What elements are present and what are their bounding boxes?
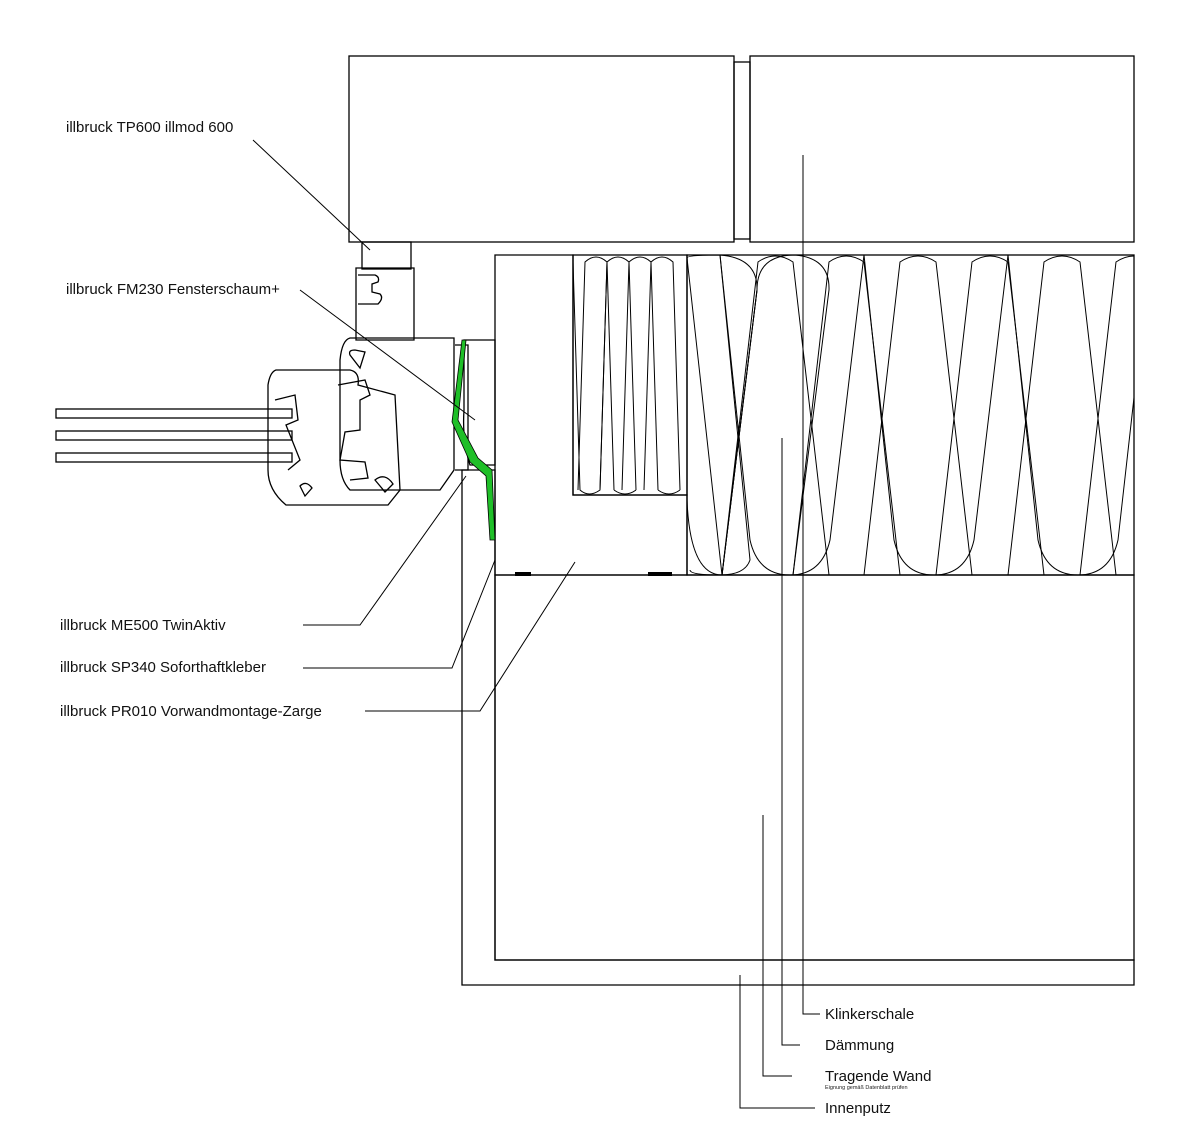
label-tp600: illbruck TP600 illmod 600 <box>66 119 233 136</box>
label-tragende-wand-note: Eignung gemäß Datenblatt prüfen <box>825 1085 908 1091</box>
labels: illbruck TP600 illmod 600 illbruck FM230… <box>60 119 931 1117</box>
label-me500: illbruck ME500 TwinAktiv <box>60 617 226 634</box>
innenputz <box>461 469 1135 986</box>
daemmung <box>572 254 1135 576</box>
label-daemmung: Dämmung <box>825 1037 894 1054</box>
label-tragende-wand: Tragende Wand <box>825 1068 931 1085</box>
glazing <box>55 408 293 463</box>
me500-membrane <box>451 339 496 541</box>
window-frame <box>267 267 469 506</box>
tp600-tape <box>361 241 412 270</box>
label-fm230: illbruck FM230 Fensterschaum+ <box>66 281 280 298</box>
label-pr010: illbruck PR010 Vorwandmontage-Zarge <box>60 703 322 720</box>
leader-lines <box>252 139 820 1109</box>
label-sp340: illbruck SP340 Soforthaftkleber <box>60 659 266 676</box>
label-klinkerschale: Klinkerschale <box>825 1006 914 1023</box>
vorwandmontage-zarge <box>494 254 688 576</box>
klinkerschale <box>348 55 1135 243</box>
label-innenputz: Innenputz <box>825 1100 891 1117</box>
tragende-wand <box>494 574 1135 961</box>
